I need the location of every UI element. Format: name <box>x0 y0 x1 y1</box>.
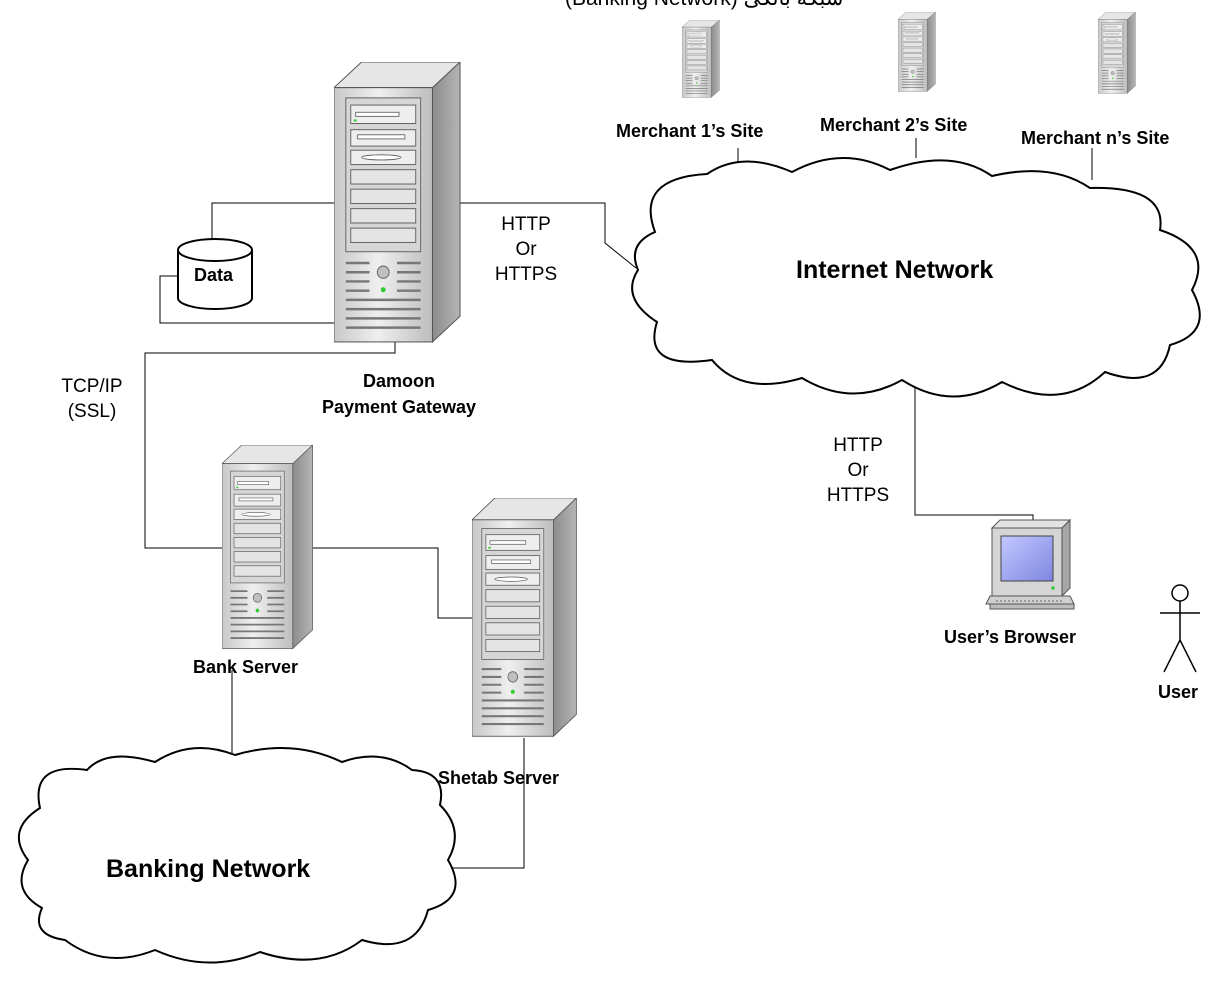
bank-protocol-line-2: (SSL) <box>67 401 117 422</box>
gateway-protocol-line-2: Or <box>515 239 537 260</box>
user-label: User <box>1158 682 1199 702</box>
merchant-n-label: Merchant n’s Site <box>1021 128 1170 148</box>
data-store-cylinder <box>177 238 253 310</box>
data-store-label: Data <box>194 265 234 285</box>
computer-icon <box>985 518 1075 610</box>
connection-lines <box>144 138 1093 869</box>
gateway-label-line-1: Damoon <box>363 371 435 391</box>
gateway-protocol-label: HTTP Or HTTPS <box>486 212 566 287</box>
browser-label: User’s Browser <box>944 627 1077 647</box>
gateway-protocol-line-1: HTTP <box>501 214 551 235</box>
gateway-protocol-line-3: HTTPS <box>494 264 558 285</box>
shetab-server-label: Shetab Server <box>438 768 560 788</box>
browser-protocol-line-1: HTTP <box>833 435 883 456</box>
gateway-label-line-2: Payment Gateway <box>321 397 477 417</box>
gateway-label: Damoon Payment Gateway <box>306 368 492 420</box>
user-figure-icon <box>1160 584 1200 673</box>
browser-protocol-line-3: HTTPS <box>826 485 890 506</box>
header-text: (Banking Network) شبکه بانکی <box>565 0 843 11</box>
merchant-2-server-icon <box>898 12 936 92</box>
merchant-n-server-icon <box>1098 12 1136 94</box>
browser-protocol-label: HTTP Or HTTPS <box>813 433 903 508</box>
gateway-server-icon <box>334 62 462 344</box>
merchant-2-label: Merchant 2’s Site <box>820 115 968 135</box>
internet-network-label: Internet Network <box>796 256 994 284</box>
bank-server-icon <box>222 445 314 650</box>
banking-network-label: Banking Network <box>106 855 311 883</box>
browser-protocol-line-2: Or <box>847 460 869 481</box>
merchant-1-server-icon <box>682 20 720 98</box>
bank-protocol-label: TCP/IP (SSL) <box>44 374 140 424</box>
bank-server-label: Bank Server <box>193 657 299 677</box>
bank-protocol-line-1: TCP/IP <box>61 376 123 397</box>
banking-network-cloud <box>18 746 457 964</box>
merchant-1-label: Merchant 1’s Site <box>616 121 764 141</box>
shetab-server-icon <box>472 498 578 738</box>
internet-network-cloud <box>631 157 1201 398</box>
